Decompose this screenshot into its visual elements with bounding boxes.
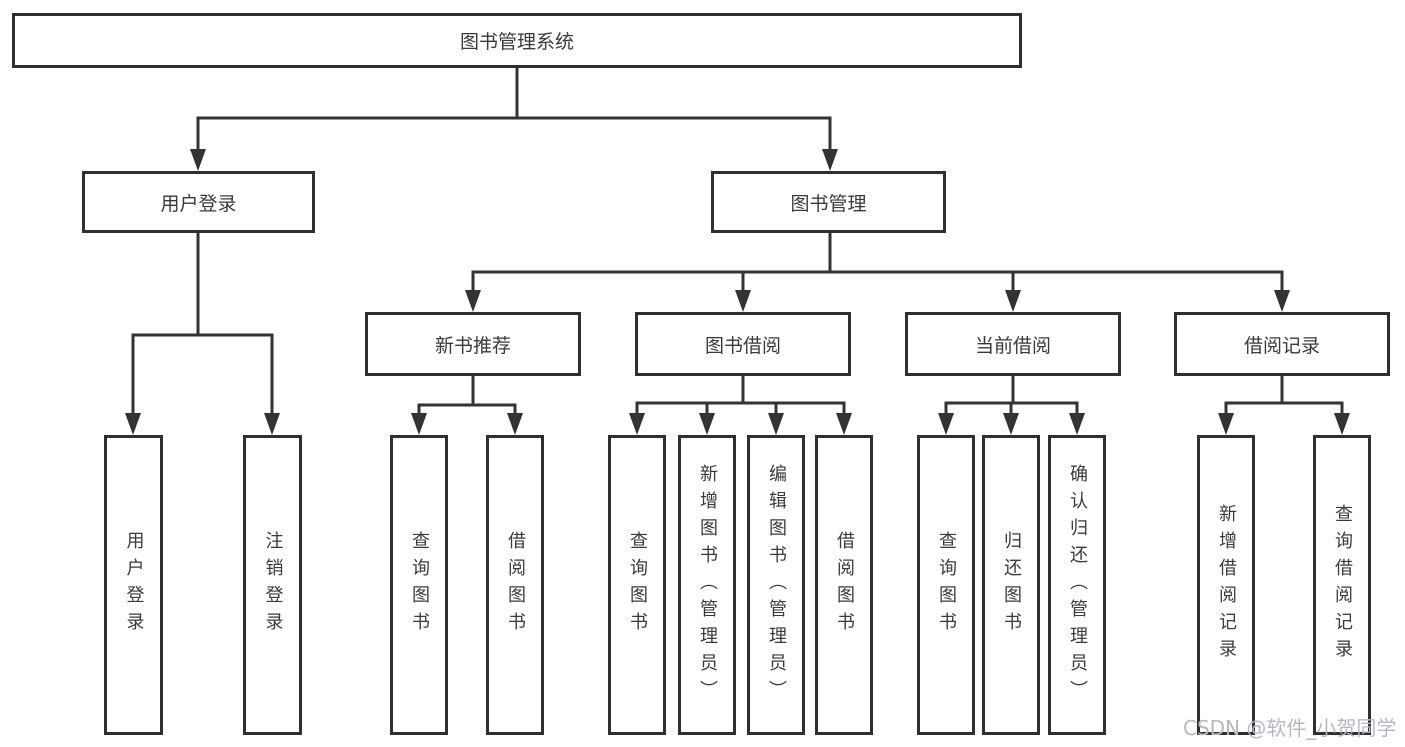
node-new-book-recommend: 新书推荐 [365,312,581,376]
leaf-label: 查询借阅记录 [1332,504,1353,666]
leaf-label: 新增图书（管理员） [697,463,718,707]
node-label: 图书管理 [790,192,867,215]
leaf-logout: 注销登录 [243,435,302,735]
leaf-label: 查询图书 [627,531,648,639]
leaf-label: 归还图书 [1001,531,1022,639]
node-root-library-system: 图书管理系统 [12,13,1022,68]
csdn-watermark: CSDN @软件_小贺同学 [1183,716,1397,740]
node-borrow-records: 借阅记录 [1174,312,1390,376]
leaf-add-borrow-record: 新增借阅记录 [1197,435,1255,735]
leaf-query-book: 查询图书 [390,435,448,735]
leaf-query-book: 查询图书 [917,435,975,735]
leaf-return-book: 归还图书 [982,435,1040,735]
node-book-borrow: 图书借阅 [635,312,851,376]
leaf-label: 新增借阅记录 [1216,504,1237,666]
node-user-login: 用户登录 [82,171,315,233]
node-label: 借阅记录 [1243,334,1320,357]
leaf-query-borrow-record: 查询借阅记录 [1313,435,1371,735]
leaf-label: 编辑图书（管理员） [766,463,787,707]
leaf-confirm-return-admin: 确认归还（管理员） [1048,435,1106,735]
leaf-label: 注销登录 [262,531,284,639]
node-book-management: 图书管理 [711,171,946,233]
leaf-borrow-book: 借阅图书 [815,435,873,735]
node-label: 图书管理系统 [459,31,574,53]
node-current-borrow: 当前借阅 [905,312,1121,376]
leaf-label: 借阅图书 [505,531,526,639]
node-label: 当前借阅 [974,334,1051,357]
leaf-add-book-admin: 新增图书（管理员） [678,435,736,735]
leaf-label: 用户登录 [123,531,145,639]
leaf-label: 查询图书 [409,531,430,639]
leaf-query-book: 查询图书 [608,435,666,735]
leaf-borrow-book: 借阅图书 [486,435,544,735]
leaf-user-login: 用户登录 [104,435,163,735]
leaf-label: 查询图书 [936,531,957,639]
leaf-label: 借阅图书 [834,531,855,639]
leaf-label: 确认归还（管理员） [1067,463,1088,707]
node-label: 用户登录 [160,192,237,215]
leaf-edit-book-admin: 编辑图书（管理员） [747,435,805,735]
node-label: 图书借阅 [704,334,781,357]
node-label: 新书推荐 [434,334,511,357]
